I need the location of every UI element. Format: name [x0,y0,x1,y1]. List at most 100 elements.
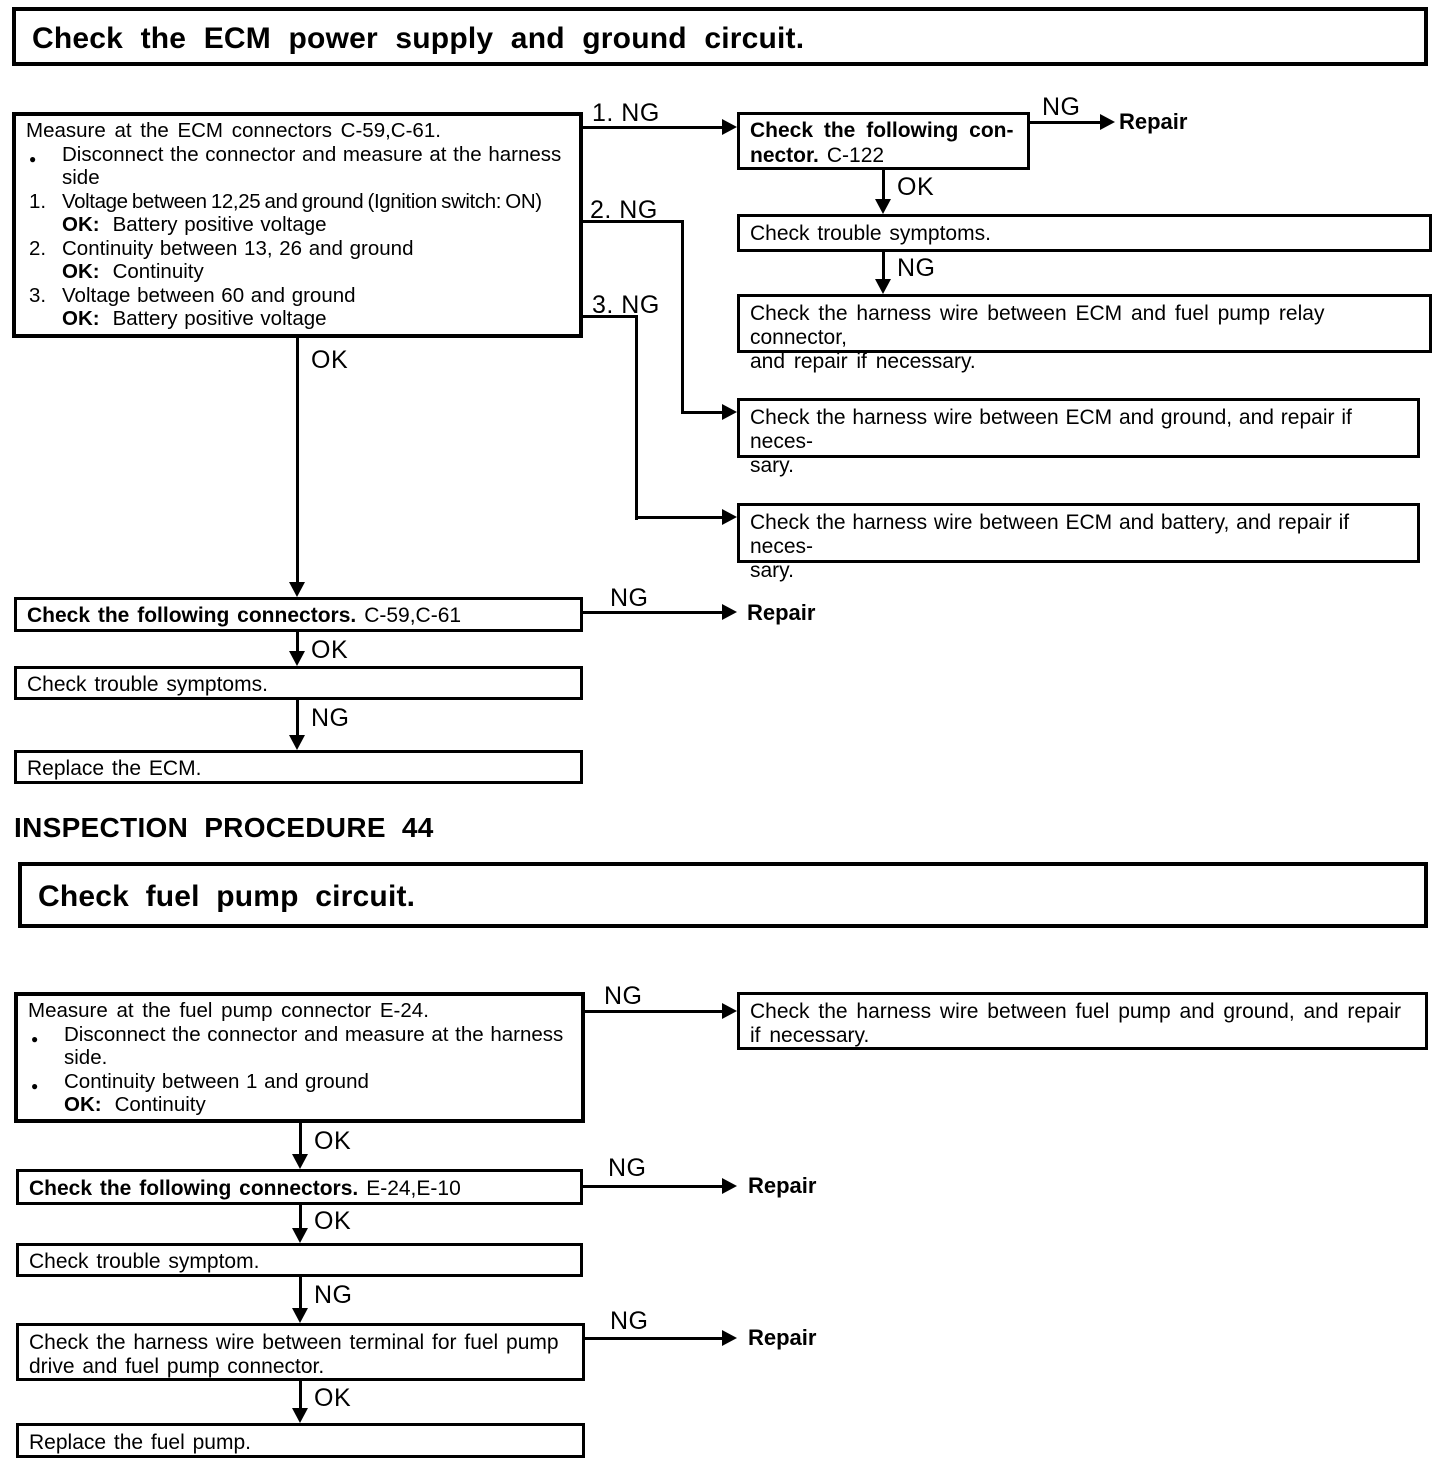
flow-line [583,220,684,223]
measure-box-ecm: Measure at the ECM connectors C-59,C-61.… [12,112,583,338]
check-connectors-c59-c61-box: Check the following connectors. C-59,C-61 [14,597,583,632]
ng-label: NG [610,584,649,612]
check-trouble-symptoms-box-2: Check trouble symptoms. [14,666,583,700]
harness-fuel-pump-ground-box: Check the harness wire between fuel pump… [737,992,1428,1050]
ok-key: OK: [64,1093,102,1116]
replace-ecm-box: Replace the ECM. [14,750,583,784]
bullet-icon: ● [31,1078,39,1093]
measure-step-2-ok: OK:Continuity [16,260,579,284]
measure-box-ecm-title: Measure at the ECM connectors C-59,C-61. [26,119,441,142]
box-text-line2: drive and fuel pump connector. [29,1355,325,1378]
flow-line [1030,121,1100,124]
ok-value: Continuity [112,260,204,283]
arrowhead-down-icon [289,735,305,750]
section2-title-box: Check fuel pump circuit. [18,862,1428,928]
ok-key: OK: [62,213,100,236]
check-connectors-e24-e10-box: Check the following connectors. E-24,E-10 [16,1169,583,1205]
arrowhead-down-icon [292,1308,308,1323]
bullet-icon: ● [29,151,37,166]
connector-code: C-59,C-61 [364,604,462,627]
measure-step-1-ok: OK: Battery positive voltage [16,213,579,237]
box-text: Replace the ECM. [27,757,202,780]
check-trouble-symptom-box: Check trouble symptom. [16,1243,583,1277]
box-text-bold: Check the following connectors. [27,604,357,627]
box-text-line1: Check the following con- [750,119,1014,142]
harness-ecm-battery-box: Check the harness wire between ECM and b… [737,503,1420,582]
connector-code: E-24,E-10 [366,1177,461,1200]
arrowhead-right-icon [722,1003,737,1019]
section2-title: Check fuel pump circuit. [38,880,416,913]
arrowhead-right-icon [722,604,737,620]
box-text-line2: and repair if necessary. [750,350,976,373]
flow-line [681,411,722,414]
step-number: 2. [29,236,47,260]
ng-label: NG [1042,93,1081,121]
flow-line [585,1010,722,1013]
step-text: Voltage between 12,25 and ground (Igniti… [62,189,542,213]
arrowhead-right-icon [722,119,737,135]
ok-key: OK: [62,307,100,330]
box-text-line2: nector. [750,144,819,167]
box-text-line2: if necessary. [750,1024,870,1047]
ok-label: OK [314,1384,352,1412]
measure-bullet-2: ● Continuity between 1 and ground [18,1070,581,1094]
ng-label: NG [604,982,643,1010]
measure-step-3-ok: OK: Battery positive voltage [16,307,579,331]
ok-label: OK [311,346,349,374]
arrowhead-down-icon [875,199,891,214]
flow-line [583,611,722,614]
box-text-line1: Check the harness wire between ECM and f… [750,302,1325,349]
ok-label: OK [897,173,935,201]
ng1-label: 1. NG [592,99,660,127]
arrowhead-down-icon [289,651,305,666]
ok-value: Continuity [114,1093,206,1116]
bullet-text: Continuity between 1 and ground [64,1069,369,1093]
arrowhead-down-icon [292,1408,308,1423]
ok-value: Battery positive voltage [112,307,327,330]
bullet-icon: ● [31,1031,39,1046]
flow-line [583,126,722,129]
measure-box-ecm-bullet-text: Disconnect the connector and measure at … [62,142,562,190]
step-text: Continuity between 13, 26 and ground [62,236,414,260]
section-heading-inspection-procedure: INSPECTION PROCEDURE 44 [14,812,434,843]
ok-label: OK [314,1127,352,1155]
measure-box-ecm-bullet-row: ● Disconnect the connector and measure a… [16,143,579,190]
flow-line [882,170,885,199]
measure-step-1: 1. Voltage between 12,25 and ground (Ign… [16,190,579,214]
arrowhead-right-icon [722,404,737,420]
step-number: 3. [29,283,47,307]
flow-line [299,1277,302,1308]
box-text: Check trouble symptom. [29,1250,260,1273]
measure-step-3: 3. Voltage between 60 and ground [16,284,579,308]
section1-title-box: Check the ECM power supply and ground ci… [12,7,1428,66]
box-text-line2: sary. [750,454,794,477]
flow-line [585,1337,722,1340]
section1-title: Check the ECM power supply and ground ci… [32,22,805,55]
ng-label: NG [314,1281,353,1309]
box-text-bold: Check the following connectors. [29,1177,359,1200]
replace-fuel-pump-box: Replace the fuel pump. [16,1423,585,1458]
measure-box-fuel-pump: Measure at the fuel pump connector E-24.… [14,992,585,1123]
box-text: Check trouble symptoms. [750,222,991,245]
ng-label: NG [610,1307,649,1335]
arrowhead-right-icon [1100,114,1115,130]
check-trouble-symptoms-box: Check trouble symptoms. [737,214,1432,252]
harness-ecm-ground-box: Check the harness wire between ECM and g… [737,398,1420,477]
connector-code: C-122 [826,144,885,167]
flow-line [296,335,299,582]
flow-line [583,315,638,318]
harness-terminal-fuel-pump-box: Check the harness wire between terminal … [16,1323,585,1381]
ng3-label: 3. NG [592,291,660,319]
arrowhead-down-icon [292,1228,308,1243]
ok-value: Battery positive voltage [112,213,327,236]
ng-label: NG [311,704,350,732]
flow-line [635,516,722,519]
measure-step-2: 2. Continuity between 13, 26 and ground [16,237,579,261]
measure-box-fuel-pump-title: Measure at the fuel pump connector E-24. [28,999,429,1022]
harness-ecm-fuel-pump-relay-box: Check the harness wire between ECM and f… [737,294,1432,373]
box-text: Replace the fuel pump. [29,1431,251,1454]
step-text: Voltage between 60 and ground [62,283,356,307]
step-number: 1. [29,189,47,213]
flow-line [296,700,299,735]
arrowhead-right-icon [722,509,737,525]
